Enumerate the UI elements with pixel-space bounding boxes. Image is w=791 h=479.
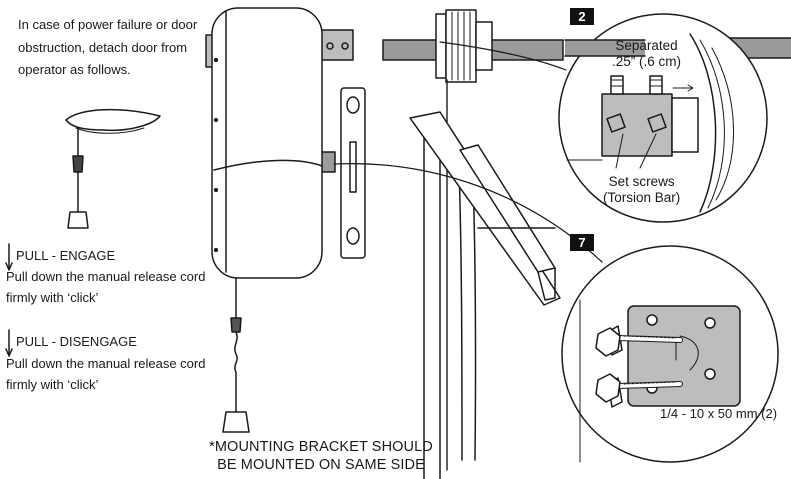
- release-handle-icon: [222, 411, 250, 433]
- lift-cable: [446, 79, 448, 471]
- disengage-text: Pull down the manual release cord firmly…: [6, 356, 206, 392]
- release-cord: [222, 277, 250, 433]
- step-badge-7: 7: [570, 234, 594, 251]
- garage-door-operator: [205, 7, 323, 279]
- door-strut: [409, 111, 561, 306]
- leader-line-bottom: [333, 163, 603, 263]
- release-handle-icon: [67, 211, 89, 229]
- engage-text: Pull down the manual release cord firmly…: [6, 269, 206, 305]
- step-badge-2: 2: [570, 8, 594, 25]
- bolt-spec-label: 1/4 - 10 x 50 mm (2): [660, 406, 778, 421]
- engage-heading: PULL - ENGAGE: [16, 248, 116, 263]
- separated-label-line1: Separated: [615, 38, 678, 53]
- detail-circle-bracket: [561, 245, 779, 463]
- leader-line-top: [439, 41, 567, 71]
- down-arrow-icon: [5, 329, 13, 357]
- intro-text: In case of power failure or door obstruc…: [18, 17, 198, 77]
- operator-bracket: [319, 29, 354, 173]
- cable-drum: [435, 9, 493, 83]
- set-screws-label-line2: (Torsion Bar): [603, 190, 681, 205]
- wall-bracket: [340, 87, 366, 259]
- set-screws-label: Set screws (Torsion Bar): [603, 174, 680, 206]
- down-arrow-icon: [5, 243, 13, 271]
- mounting-note: *MOUNTING BRACKET SHOULD BE MOUNTED ON S…: [209, 439, 433, 473]
- separated-label: Separated .25” (.6 cm): [612, 38, 681, 70]
- manual-release-illustration: [65, 108, 161, 229]
- disengage-heading: PULL - DISENGAGE: [16, 334, 137, 349]
- separated-label-line2: .25” (.6 cm): [612, 54, 682, 69]
- detail-circle-torsion: [558, 13, 768, 223]
- set-screws-label-line1: Set screws: [608, 174, 675, 189]
